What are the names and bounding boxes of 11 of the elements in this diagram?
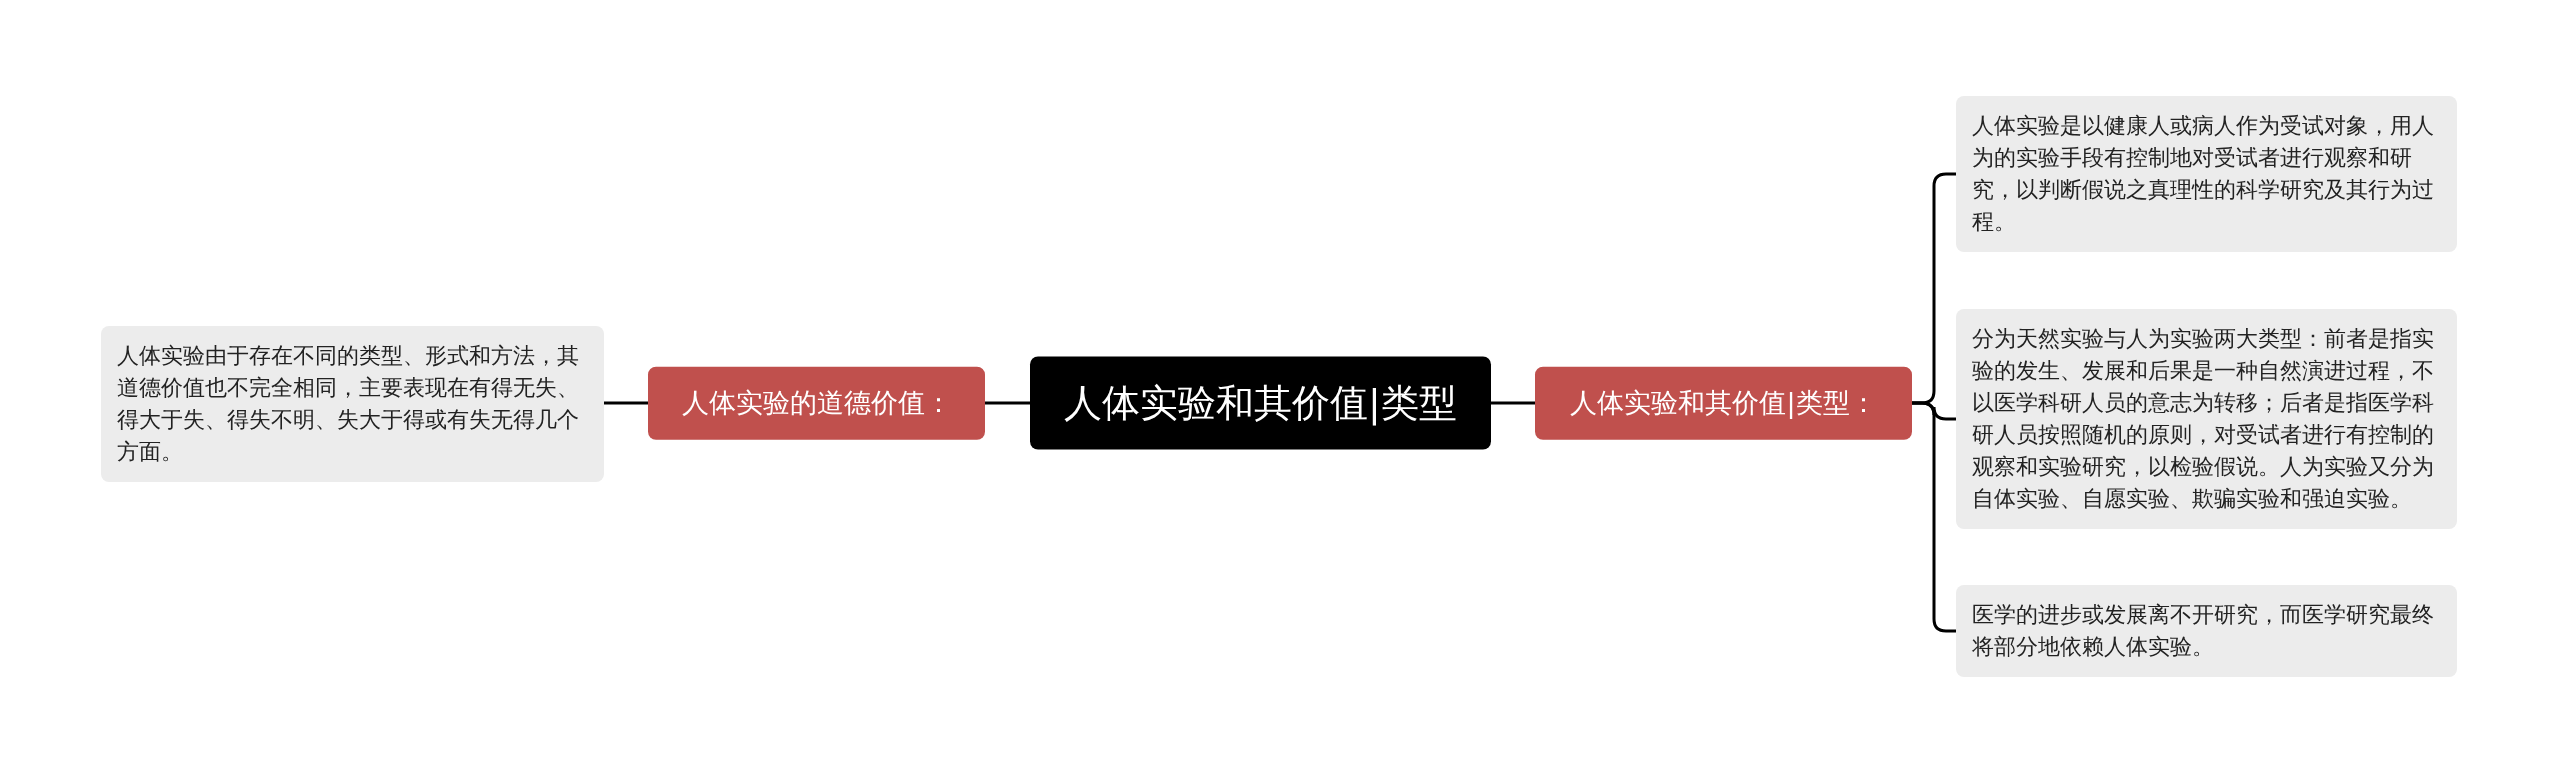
leaf-topic-box: 分为天然实验与人为实验两大类型：前者是指实验的发生、发展和后果是一种自然演进过程，不以医学科研人员的意志为转移；后者是指医学科研人员按照随机的原则，对受试者进行有控制的观察和实验研究，以检验假说。人为实验又分为自体实验、自愿实验、欺骗实验和强迫实验。 — [1956, 309, 2457, 529]
connector-line — [985, 401, 1030, 405]
branch-topic-box: 人体实验和其价值|类型： — [1535, 366, 1912, 440]
central-topic-box: 人体实验和其价值|类型 — [1030, 356, 1491, 450]
leaf-topic-box: 人体实验由于存在不同的类型、形式和方法，其道德价值也不完全相同，主要表现在有得无失、得大于失、得失不明、失大于得或有失无得几个方面。 — [101, 326, 604, 482]
leaf-topic-box: 人体实验是以健康人或病人作为受试对象，用人为的实验手段有控制地对受试者进行观察和研究，以判断假说之真理性的科学研究及其行为过程。 — [1956, 96, 2457, 252]
connector-line — [1912, 401, 1956, 633]
leaf-topic-box: 医学的进步或发展离不开研究，而医学研究最终将部分地依赖人体实验。 — [1956, 585, 2457, 677]
branch-topic-box: 人体实验的道德价值： — [648, 366, 985, 440]
connector-line — [604, 401, 648, 405]
connector-line — [1491, 401, 1535, 405]
